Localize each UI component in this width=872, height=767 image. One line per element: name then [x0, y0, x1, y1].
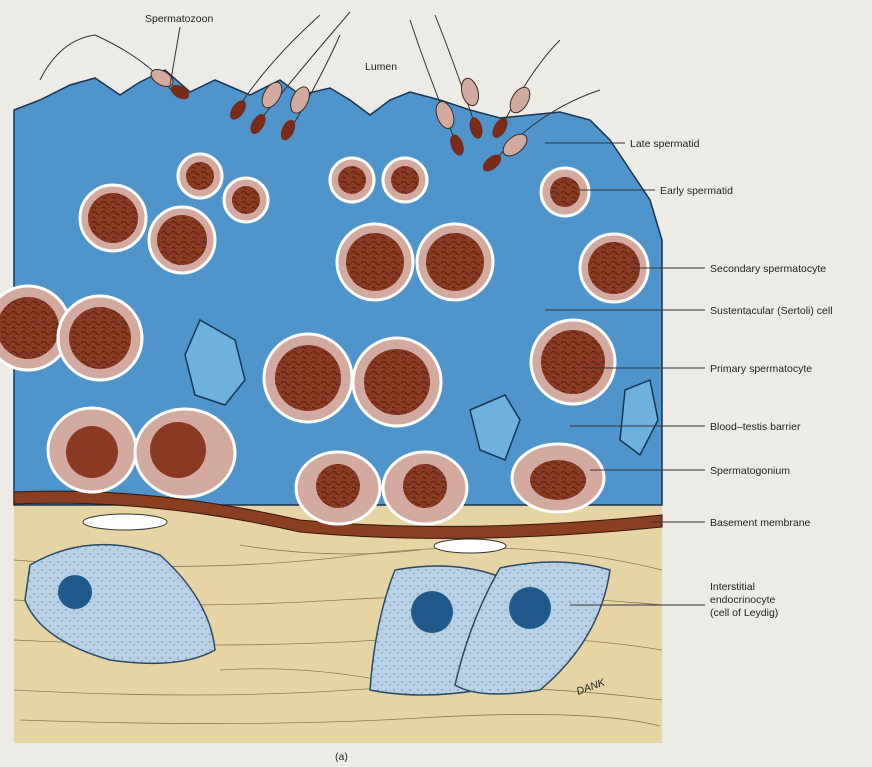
secondary-spermatocyte: [80, 185, 146, 251]
label-leydig-line3: (cell of Leydig): [710, 607, 778, 619]
fibroblast: [83, 514, 167, 530]
spermatogonium: [512, 444, 604, 512]
spermatogonium: [48, 408, 136, 492]
early-spermatid: [178, 154, 222, 198]
label-lumen: Lumen: [365, 61, 397, 73]
label-basement-membrane: Basement membrane: [710, 517, 811, 529]
secondary-spermatocyte: [337, 224, 413, 300]
figure-caption: (a): [335, 751, 348, 763]
primary-spermatocyte: [353, 338, 441, 426]
secondary-spermatocyte: [149, 207, 215, 273]
label-leydig-line2: endocrinocyte: [710, 594, 776, 606]
spermatogonium: [135, 409, 235, 497]
label-spermatogonium: Spermatogonium: [710, 465, 790, 477]
spermatogonium: [383, 452, 467, 524]
label-early-spermatid: Early spermatid: [660, 185, 733, 197]
primary-spermatocyte: [58, 296, 142, 380]
spermatogonium: [296, 452, 380, 524]
primary-spermatocyte: [531, 320, 615, 404]
label-secondary-spermatocyte: Secondary spermatocyte: [710, 263, 826, 275]
early-spermatid: [383, 158, 427, 202]
label-blood-testis-barrier: Blood–testis barrier: [710, 421, 801, 433]
fibroblast: [434, 539, 506, 553]
label-leydig-line1: Interstitial: [710, 581, 755, 593]
primary-spermatocyte: [264, 334, 352, 422]
early-spermatid: [224, 178, 268, 222]
label-primary-spermatocyte: Primary spermatocyte: [710, 363, 812, 375]
secondary-spermatocyte: [417, 224, 493, 300]
label-late-spermatid: Late spermatid: [630, 138, 700, 150]
label-sertoli-cell: Sustentacular (Sertoli) cell: [710, 305, 833, 317]
label-spermatozoon: Spermatozoon: [145, 13, 213, 25]
early-spermatid: [541, 168, 589, 216]
early-spermatid: [330, 158, 374, 202]
